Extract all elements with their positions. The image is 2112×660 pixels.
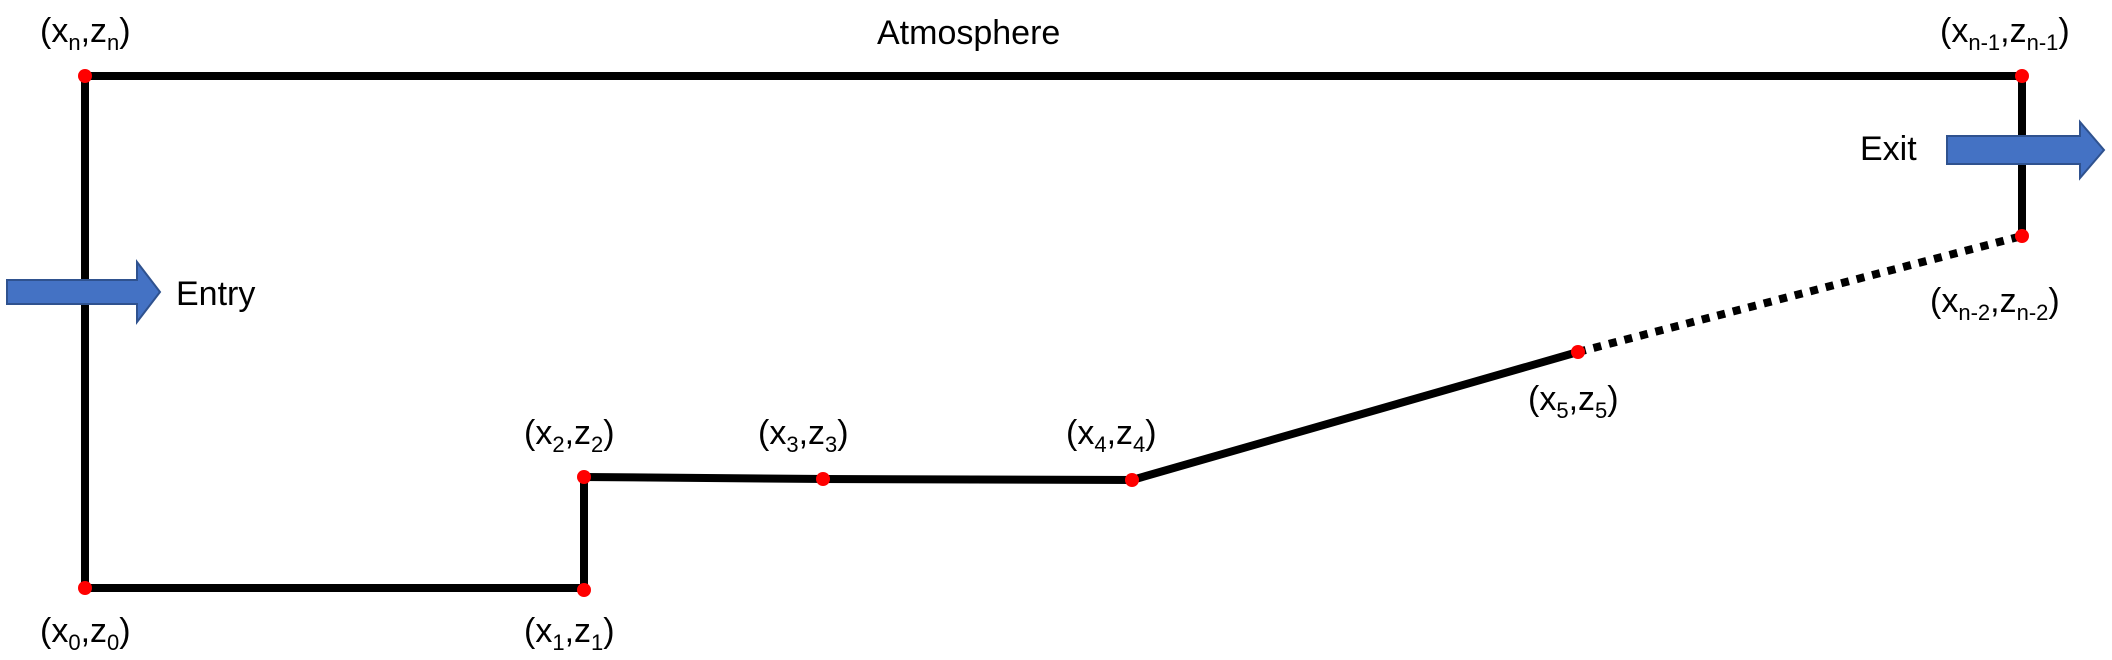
coord-label-1: (x1,z1)	[524, 612, 615, 655]
atmosphere-label: Atmosphere	[877, 14, 1060, 52]
entry-arrow	[6, 259, 162, 325]
point-5	[1571, 345, 1585, 359]
coord-label-n: (xn,zn)	[40, 12, 131, 55]
point-n1	[2015, 69, 2029, 83]
point-0	[78, 581, 92, 595]
dotted-segment-5-n2	[1576, 232, 2024, 356]
coord-label-0: (x0,z0)	[40, 612, 131, 655]
exit-arrow	[1946, 119, 2106, 181]
coord-label-4: (x4,z4)	[1066, 414, 1157, 457]
exit-label: Exit	[1860, 130, 1917, 168]
flat-segment-2-3	[579, 472, 828, 484]
coord-label-2: (x2,z2)	[524, 414, 615, 457]
point-1	[577, 583, 591, 597]
coord-label-3: (x3,z3)	[758, 414, 849, 457]
slope-segment-4-5	[1127, 347, 1583, 485]
boundary-lines	[81, 72, 2026, 592]
point-n2	[2015, 229, 2029, 243]
coord-label-n2: (xn-2,zn-2)	[1930, 282, 2060, 325]
flat-segment-3-4	[818, 474, 1137, 485]
point-3	[816, 472, 830, 486]
point-2	[577, 470, 591, 484]
entry-label: Entry	[176, 275, 255, 313]
point-n	[78, 69, 92, 83]
point-4	[1125, 473, 1139, 487]
vertex-points	[78, 69, 2029, 597]
coord-label-5: (x5,z5)	[1528, 380, 1619, 423]
coord-label-n1: (xn-1,zn-1)	[1940, 12, 2070, 55]
